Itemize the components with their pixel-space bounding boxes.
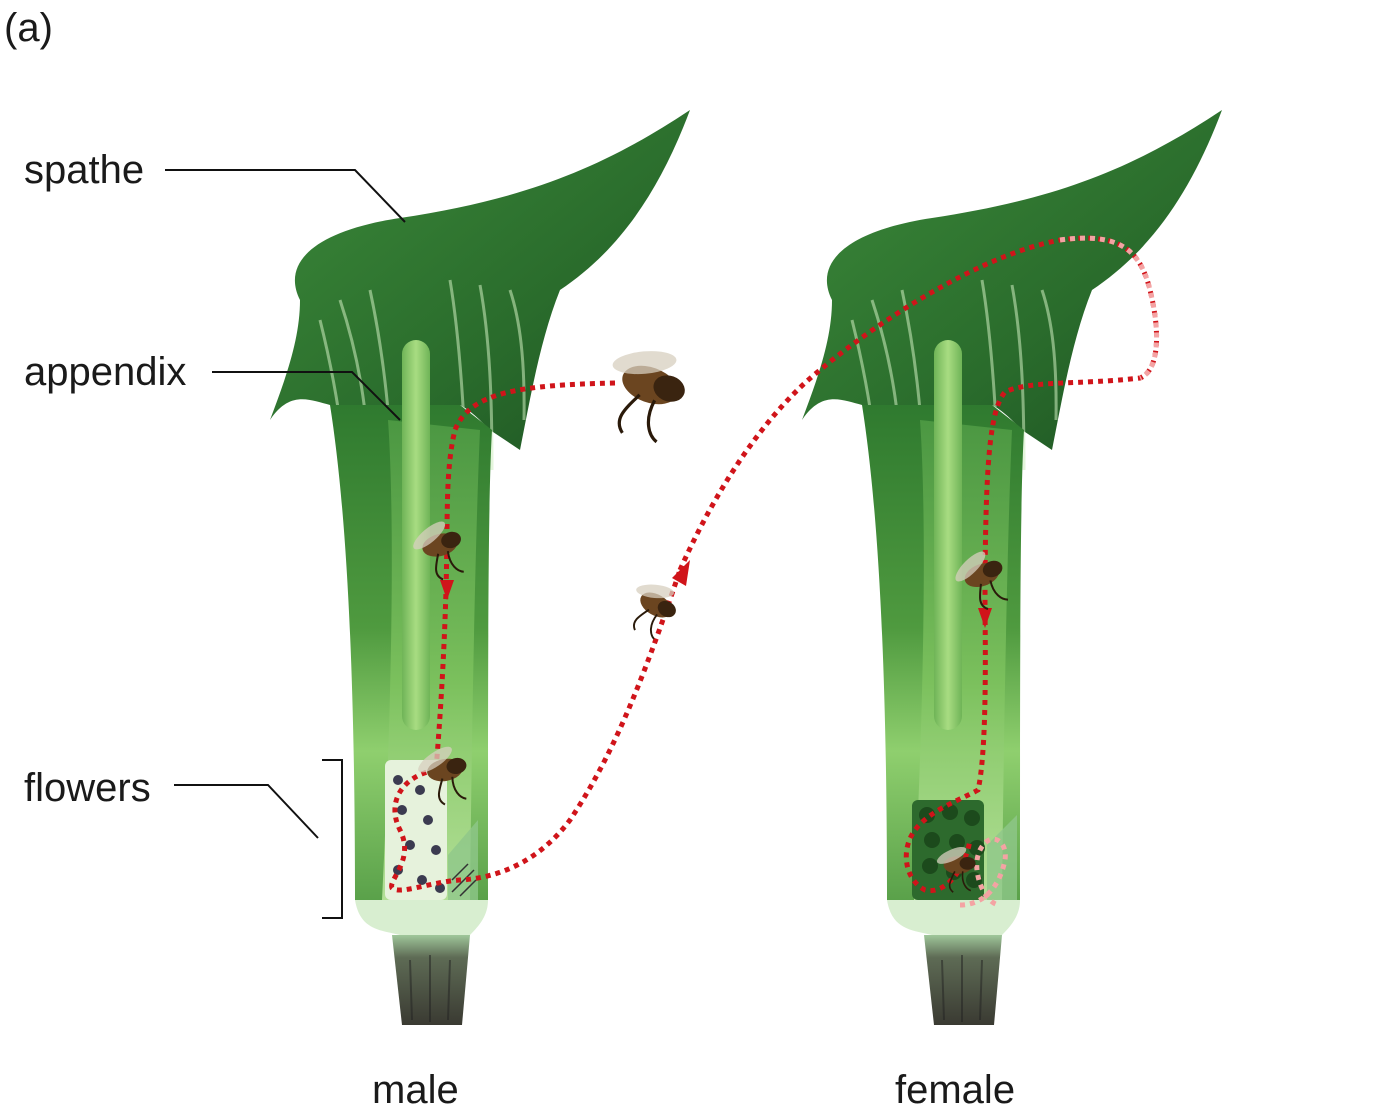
- appendix-leader: [212, 371, 401, 421]
- female-plant: [800, 108, 1224, 1027]
- spathe-leader: [165, 169, 406, 223]
- leader-lines: [165, 169, 406, 919]
- caption-male: male: [372, 1068, 459, 1112]
- fly-icon: [586, 327, 700, 450]
- arrow-head-icon: [672, 560, 690, 586]
- label-appendix: appendix: [24, 350, 187, 394]
- label-spathe: spathe: [24, 148, 145, 192]
- arrow-head-icon: [978, 608, 992, 628]
- fly-path: [389, 235, 1159, 908]
- male-plant: [268, 108, 692, 1027]
- arrow-heads: [440, 560, 992, 628]
- panel-label: (a): [4, 6, 53, 50]
- label-flowers: flowers: [24, 766, 151, 810]
- caption-female: female: [895, 1068, 1016, 1112]
- female-flowers: [912, 800, 1017, 900]
- flowers-leader: [174, 784, 319, 839]
- flowers-bracket: [322, 759, 343, 919]
- arrow-head-icon: [440, 580, 454, 600]
